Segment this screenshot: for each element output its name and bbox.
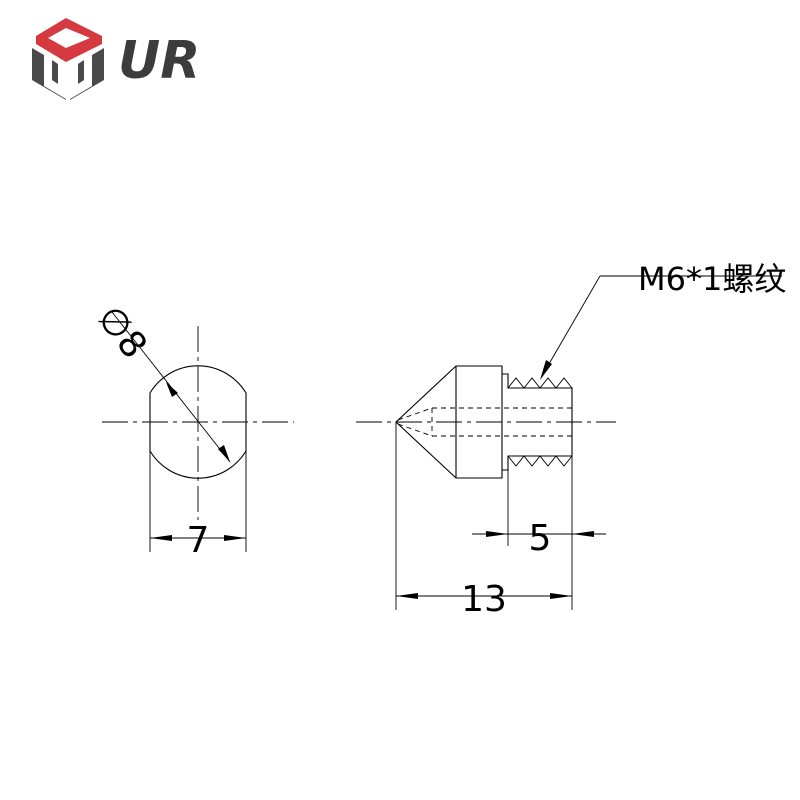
bore-cone-bottom [397, 423, 433, 437]
bore-cone-top [397, 407, 433, 421]
nozzle-outline [395, 365, 573, 479]
thread-length-arrow-left [486, 531, 508, 537]
brand-logo: UR [32, 18, 200, 100]
total-length-arrow-right [550, 593, 572, 599]
diameter-arrow-bottom [218, 445, 230, 462]
thread-length-label: 5 [529, 518, 552, 559]
end-view: ∅8 7 [89, 298, 294, 561]
width-arrow-left [150, 535, 172, 541]
width-label: 7 [187, 520, 210, 561]
thread-length-arrow-right [572, 531, 594, 537]
diameter-label: ∅8 [89, 298, 155, 366]
logo-mark-icon [32, 18, 104, 100]
side-view: M6*1螺纹 5 13 [356, 260, 786, 620]
width-arrow-right [224, 535, 246, 541]
total-length-label: 13 [461, 579, 507, 620]
thread-leader-arrow [540, 360, 552, 380]
total-length-arrow-left [396, 593, 418, 599]
thread-teeth-top [507, 377, 573, 389]
logo-text: UR [118, 31, 200, 91]
thread-teeth-bottom [507, 455, 573, 467]
thread-label: M6*1螺纹 [638, 260, 786, 298]
diameter-arrow-top [166, 382, 178, 397]
thread-leader-line [541, 275, 601, 377]
